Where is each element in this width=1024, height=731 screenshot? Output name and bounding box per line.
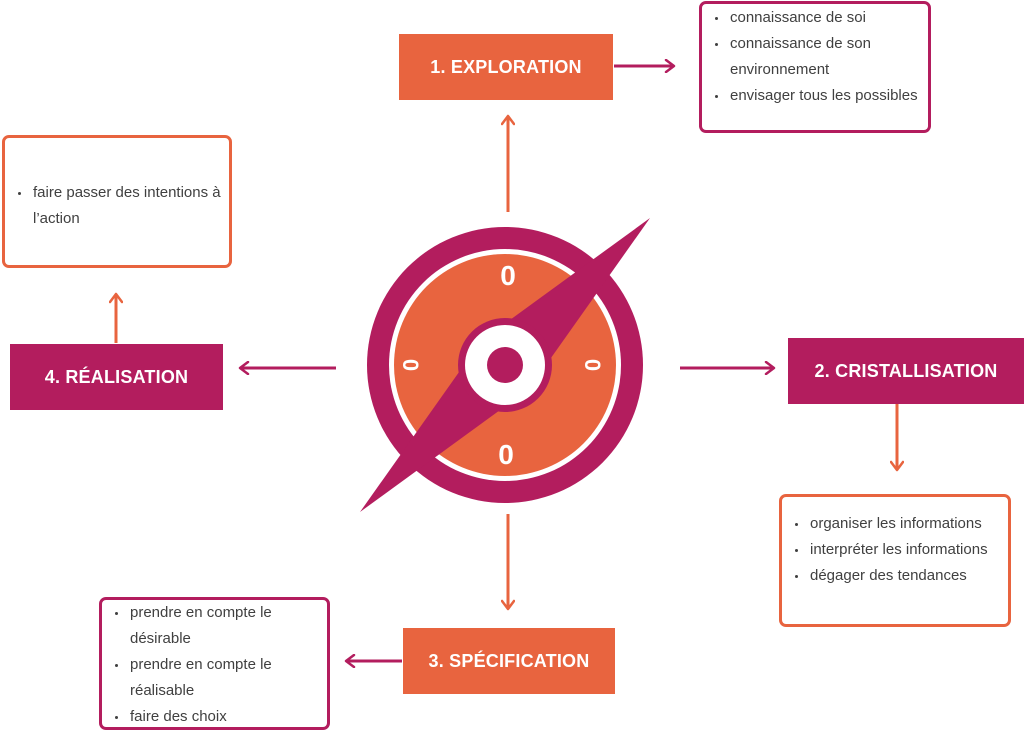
step-cristallisation-label: 2. CRISTALLISATION bbox=[814, 360, 998, 381]
box-cristallisation-list: organiser les informations interpréter l… bbox=[782, 511, 1008, 589]
box-cristallisation: organiser les informations interpréter l… bbox=[779, 494, 1011, 627]
step-exploration-label: 1. EXPLORATION bbox=[430, 56, 582, 77]
step-specification: 3. SPÉCIFICATION bbox=[403, 628, 615, 694]
box-exploration: connaissance de soi connaissance de son … bbox=[699, 1, 931, 133]
compass-mark-east: 0 bbox=[580, 359, 605, 371]
list-item: prendre en compte le réalisable bbox=[128, 652, 327, 704]
list-item: envisager tous les possibles bbox=[728, 83, 928, 109]
list-item: organiser les informations bbox=[808, 511, 1008, 537]
compass-icon bbox=[360, 218, 650, 512]
box-specification: prendre en compte le désirable prendre e… bbox=[99, 597, 330, 730]
compass-mark-west: 0 bbox=[398, 359, 423, 371]
step-realisation: 4. RÉALISATION bbox=[10, 344, 223, 410]
step-realisation-label: 4. RÉALISATION bbox=[44, 366, 189, 387]
step-exploration: 1. EXPLORATION bbox=[399, 34, 613, 100]
compass-mark-north: 0 bbox=[500, 260, 516, 291]
list-item: faire des choix bbox=[128, 704, 327, 730]
list-item: connaissance de soi bbox=[728, 5, 928, 31]
box-specification-list: prendre en compte le désirable prendre e… bbox=[102, 600, 327, 730]
box-realisation-list: faire passer des intentions à l’action bbox=[5, 180, 229, 232]
step-cristallisation: 2. CRISTALLISATION bbox=[788, 338, 1024, 404]
list-item: faire passer des intentions à l’action bbox=[31, 180, 229, 232]
list-item: connaissance de son environnement bbox=[728, 31, 928, 83]
list-item: prendre en compte le désirable bbox=[128, 600, 327, 652]
box-exploration-list: connaissance de soi connaissance de son … bbox=[702, 5, 928, 109]
step-specification-label: 3. SPÉCIFICATION bbox=[428, 650, 590, 671]
compass-mark-south: 0 bbox=[498, 439, 514, 470]
list-item: interpréter les informations bbox=[808, 537, 1008, 563]
list-item: dégager des tendances bbox=[808, 563, 1008, 589]
box-realisation: faire passer des intentions à l’action bbox=[2, 135, 232, 268]
